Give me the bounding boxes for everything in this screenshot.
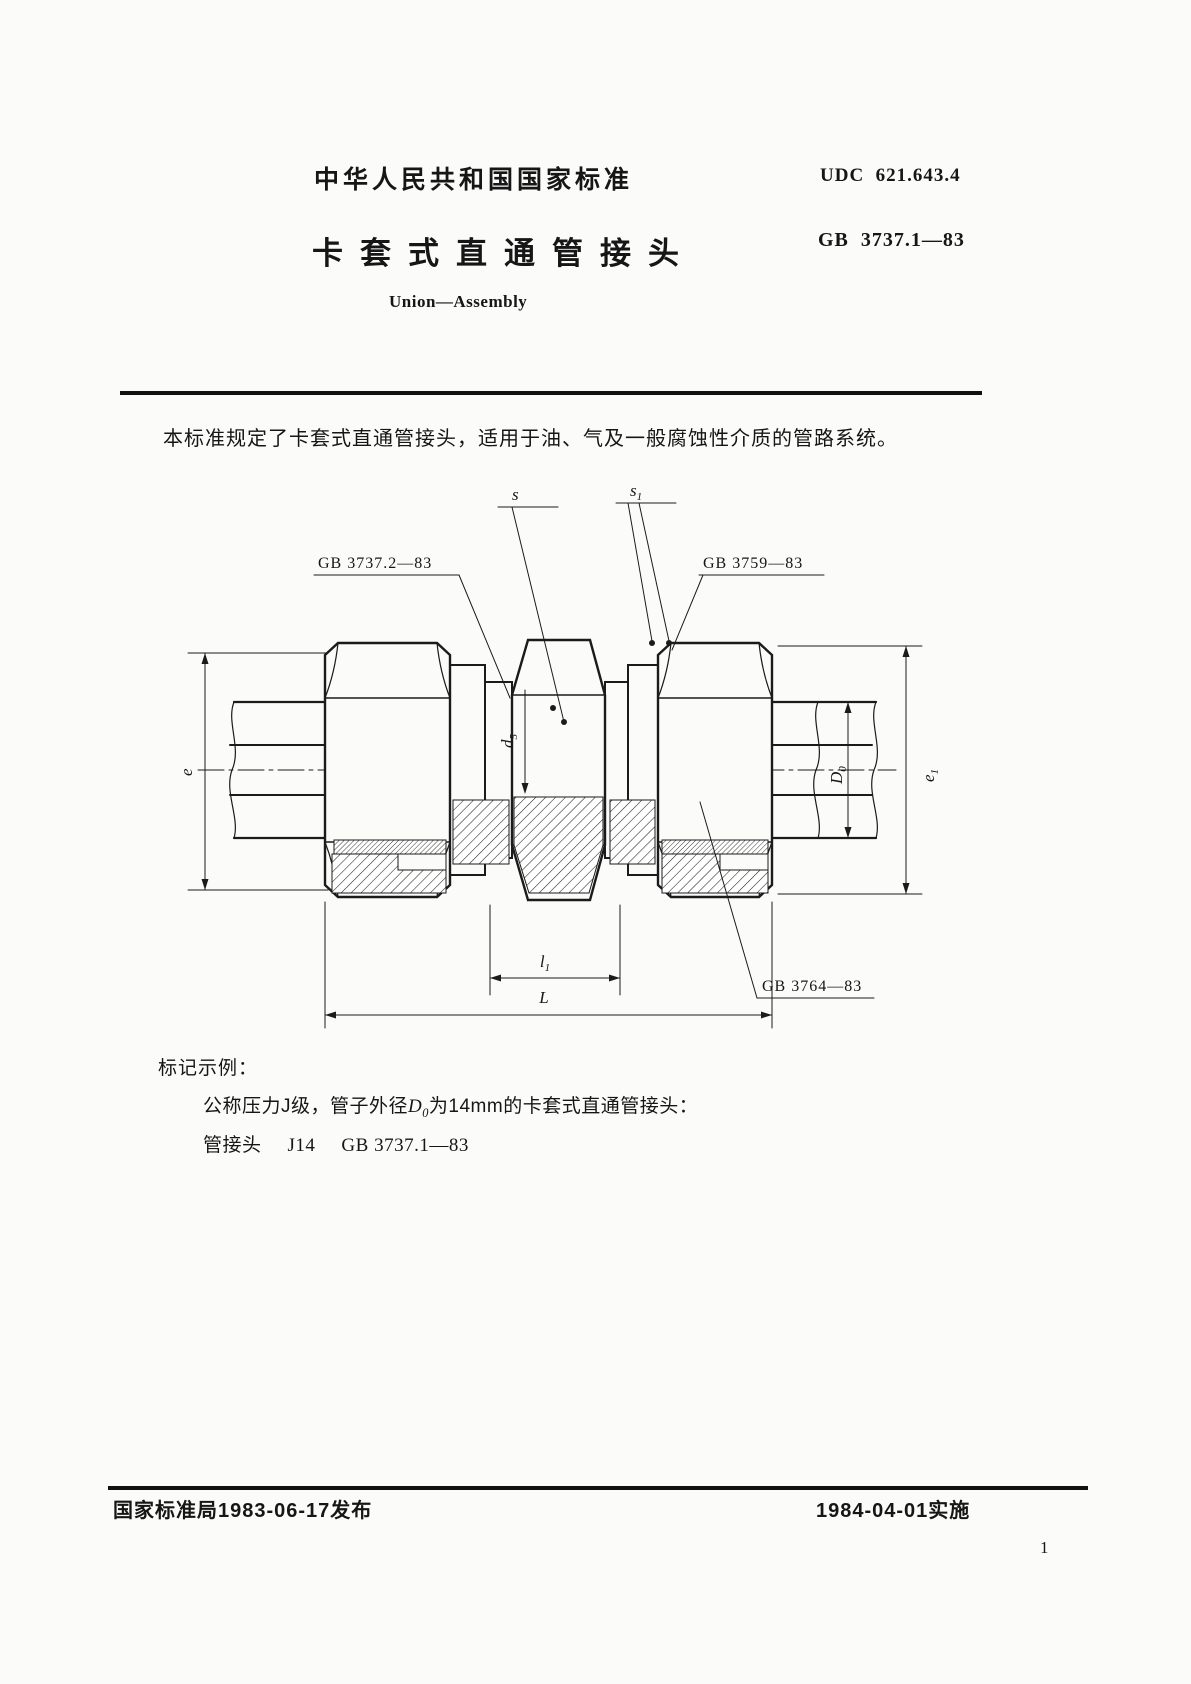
header-rule — [120, 391, 982, 395]
svg-text:s1: s1 — [630, 481, 642, 503]
page-number: 1 — [1040, 1538, 1049, 1557]
svg-text:GB 3759—83: GB 3759—83 — [703, 555, 803, 572]
svg-text:GB 3764—83: GB 3764—83 — [762, 978, 862, 995]
dim-d5: d5 — [498, 689, 529, 794]
callout-s: s — [497, 485, 567, 725]
pipe-left — [229, 700, 327, 840]
marking-example-heading: 标记示例： — [158, 1058, 259, 1079]
dim-D0: D0 — [799, 701, 865, 839]
callout-gb3737-2: GB 3737.2—83 — [313, 555, 511, 699]
marking-example-line1: 公称压力J级，管子外径D0为14mm的卡套式直通管接头： — [203, 1091, 698, 1121]
callout-s1: s1 — [615, 481, 677, 646]
example-line1-suffix: 为14mm的卡套式直通管接头： — [428, 1096, 699, 1117]
example-code: J14 — [287, 1135, 316, 1156]
standard-number: GB 3737.1—83 — [818, 229, 965, 251]
svg-text:l1: l1 — [540, 952, 550, 974]
udc-number: UDC 621.643.4 — [820, 165, 961, 186]
implemented-date: 1984-04-01实施 — [816, 1500, 971, 1522]
svg-text:e1: e1 — [919, 769, 940, 782]
example-standard-ref: GB 3737.1—83 — [341, 1135, 469, 1156]
svg-text:D0: D0 — [827, 766, 849, 785]
svg-text:GB 3737.2—83: GB 3737.2—83 — [318, 555, 432, 572]
symbol-D0: D0 — [408, 1096, 429, 1120]
callout-gb3759: GB 3759—83 — [671, 555, 825, 651]
example-term: 管接头 — [203, 1135, 262, 1156]
section-hatching — [331, 796, 769, 894]
scope-paragraph: 本标准规定了卡套式直通管接头，适用于油、气及一般腐蚀性介质的管路系统。 — [163, 428, 898, 450]
svg-text:d5: d5 — [498, 734, 520, 749]
svg-text:e: e — [177, 768, 196, 776]
footer-rule — [108, 1486, 1088, 1490]
svg-text:L: L — [538, 988, 548, 1007]
english-title: Union—Assembly — [389, 292, 528, 311]
national-standard-heading: 中华人民共和国国家标准 — [314, 166, 634, 194]
nut-right — [656, 641, 774, 899]
figure-union-assembly-drawing: e e1 D0 d5 — [177, 481, 940, 1029]
example-line1-prefix: 公称压力J级，管子外径 — [203, 1096, 409, 1117]
dim-l1: l1 — [489, 904, 621, 996]
marking-example-line2: 管接头 J14 GB 3737.1—83 — [203, 1130, 469, 1157]
dim-e1: e1 — [777, 645, 940, 895]
dim-e: e — [177, 652, 329, 891]
page-title: 卡套式直通管接头 — [312, 236, 696, 271]
svg-text:s: s — [512, 485, 519, 504]
issued-date: 国家标准局1983-06-17发布 — [113, 1500, 373, 1522]
dim-L: L — [324, 901, 773, 1029]
nut-left — [323, 641, 452, 899]
callout-gb3764: GB 3764—83 — [699, 801, 875, 999]
